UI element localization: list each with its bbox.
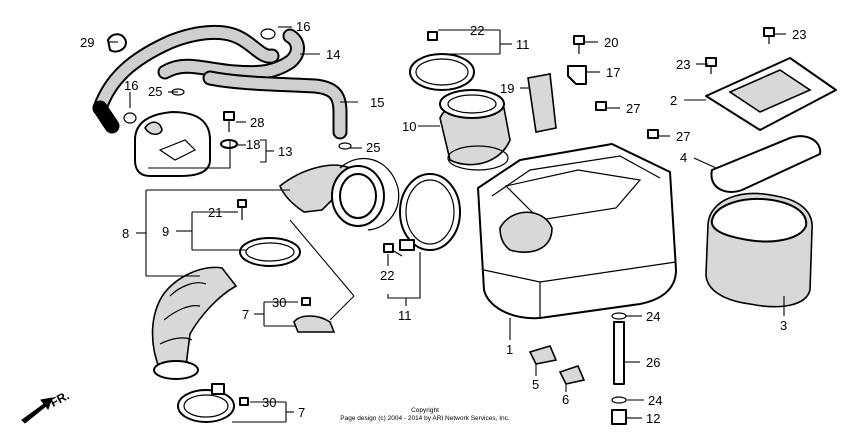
- callout-26: 26: [646, 355, 660, 370]
- strap-19[interactable]: [527, 73, 557, 133]
- bolt-28[interactable]: [223, 111, 235, 132]
- callout-3: 3: [780, 318, 787, 333]
- callout-22-bottom: 22: [380, 268, 394, 283]
- callout-2: 2: [670, 93, 677, 108]
- callout-5: 5: [532, 377, 539, 392]
- bolt-27-right[interactable]: [647, 129, 659, 139]
- air-filter-element-3[interactable]: [705, 192, 813, 308]
- intake-boot-lower[interactable]: [151, 266, 238, 380]
- callout-30-lower: 30: [262, 395, 276, 410]
- funnel-10[interactable]: [439, 89, 511, 171]
- callout-16-top: 16: [296, 19, 310, 34]
- drain-plug-12[interactable]: [611, 409, 627, 425]
- clamp-9[interactable]: [239, 237, 301, 267]
- callout-30-upper: 30: [272, 295, 286, 310]
- callout-29: 29: [80, 35, 94, 50]
- copyright-title: Copyright: [411, 407, 439, 414]
- bolt-23-right[interactable]: [763, 27, 775, 44]
- callout-28: 28: [250, 115, 264, 130]
- bracket-17[interactable]: [567, 65, 587, 85]
- callout-10: 10: [402, 119, 416, 134]
- clip-24-lower[interactable]: [611, 396, 627, 404]
- callout-1: 1: [506, 342, 513, 357]
- callout-22-top: 22: [470, 23, 484, 38]
- callout-13: 13: [278, 144, 292, 159]
- callout-19: 19: [500, 81, 514, 96]
- drain-tube-26[interactable]: [613, 321, 625, 385]
- callout-20: 20: [604, 35, 618, 50]
- callout-24-lower: 24: [648, 393, 662, 408]
- bolt-21[interactable]: [237, 199, 247, 220]
- bolt-22-bottom[interactable]: [383, 243, 403, 257]
- callout-4: 4: [680, 150, 687, 165]
- bolt-20[interactable]: [573, 35, 585, 54]
- callout-24-upper: 24: [646, 309, 660, 324]
- callout-15: 15: [370, 95, 384, 110]
- bolt-30-upper[interactable]: [301, 297, 311, 306]
- callout-12: 12: [646, 411, 660, 426]
- clamp-7-lower[interactable]: [177, 383, 235, 423]
- part-6[interactable]: [558, 365, 586, 385]
- clamp-11-top[interactable]: [409, 53, 475, 91]
- callout-16-left: 16: [124, 78, 138, 93]
- callout-7-lower: 7: [298, 405, 305, 420]
- clip-24-upper[interactable]: [611, 312, 627, 320]
- callout-18: 18: [246, 137, 260, 152]
- callout-27-left: 27: [626, 101, 640, 116]
- callout-25-left: 25: [148, 84, 162, 99]
- clamp-11-bottom[interactable]: [399, 173, 461, 251]
- clip-29[interactable]: [107, 33, 127, 53]
- hose-clip-16-left[interactable]: [123, 112, 137, 124]
- callout-9: 9: [162, 224, 169, 239]
- clip-25-right[interactable]: [338, 142, 352, 150]
- intake-duct-upper[interactable]: [279, 158, 400, 231]
- breather-hose-14[interactable]: [92, 24, 305, 116]
- breather-tank-13[interactable]: [134, 111, 211, 177]
- bolt-27-left[interactable]: [595, 101, 607, 111]
- clamp-7-upper[interactable]: [293, 315, 336, 333]
- bolt-22-top[interactable]: [427, 31, 438, 41]
- front-direction-arrow-icon: [21, 397, 53, 424]
- leader-lines: [108, 26, 786, 423]
- bolt-30-lower[interactable]: [239, 397, 249, 406]
- callout-21: 21: [208, 205, 222, 220]
- callout-7-upper: 7: [242, 307, 249, 322]
- cover-2[interactable]: [705, 57, 837, 131]
- callout-6: 6: [562, 392, 569, 407]
- callout-numbers: 29 16 14 16 25 15 25 28 18 13 8 9 21 30 …: [80, 19, 806, 426]
- callout-23-left: 23: [676, 57, 690, 72]
- callout-11-top: 11: [516, 37, 530, 52]
- hose-end: [92, 100, 120, 134]
- breather-hose-15[interactable]: [202, 70, 348, 140]
- hose-clip-16-top[interactable]: [260, 28, 276, 40]
- gasket-4[interactable]: [710, 135, 822, 193]
- callout-25-right: 25: [366, 140, 380, 155]
- callout-8: 8: [122, 226, 129, 241]
- washer-18[interactable]: [220, 139, 238, 149]
- air-cleaner-case-1[interactable]: [477, 143, 677, 320]
- callout-14: 14: [326, 47, 340, 62]
- callout-27-right: 27: [676, 129, 690, 144]
- bolt-23-left[interactable]: [705, 57, 717, 74]
- callout-17: 17: [606, 65, 620, 80]
- part-5[interactable]: [528, 345, 558, 365]
- callout-11-bottom: 11: [398, 308, 412, 323]
- callout-23-right: 23: [792, 27, 806, 42]
- copyright-notice: Page design (c) 2004 - 2014 by ARI Netwo…: [340, 415, 510, 422]
